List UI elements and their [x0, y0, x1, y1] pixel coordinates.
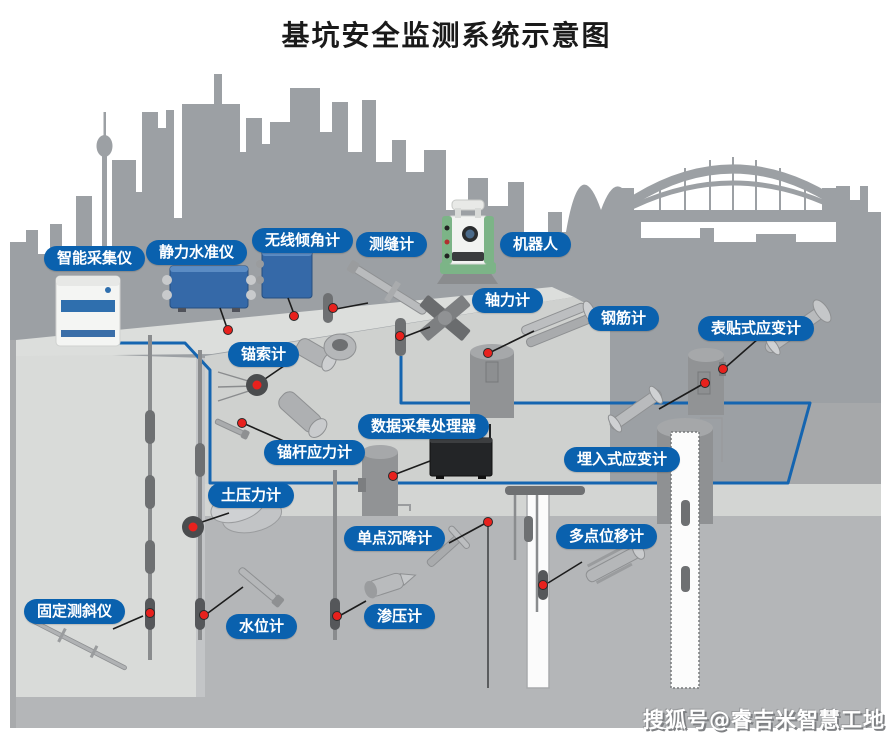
label-multi-point-extensometer: 多点位移计 — [556, 524, 658, 550]
fixed-inclinometer-device — [31, 618, 127, 671]
smart-collector-device — [55, 275, 121, 347]
label-smart-collector: 智能采集仪 — [44, 246, 146, 272]
axial-force-meter-device — [419, 295, 471, 341]
label-anchor-cable-meter: 锚索计 — [228, 342, 300, 368]
label-single-point-settlement: 单点沉降计 — [344, 526, 446, 552]
pile-cylinder-axial — [470, 344, 514, 418]
label-robot: 机器人 — [500, 232, 572, 258]
label-static-level: 静力水准仪 — [146, 240, 248, 266]
left-wall-panel — [16, 352, 205, 697]
label-fixed-inclinometer: 固定测斜仪 — [24, 599, 126, 625]
left-edge-strip — [10, 340, 16, 728]
embedded-strain-gauge-device — [607, 385, 664, 433]
anchor-rod-probe-device — [214, 418, 250, 440]
label-embedded-strain-gauge: 埋入式应变计 — [564, 447, 681, 473]
anchor-cable-meter-device — [278, 333, 357, 438]
rebar-meter-device — [521, 300, 597, 348]
label-water-level-meter: 水位计 — [226, 614, 298, 640]
label-piezometer: 渗压计 — [364, 604, 436, 630]
embedded-strain-borehole — [657, 417, 723, 689]
label-anchor-rod-stress-meter: 锚杆应力计 — [264, 440, 366, 466]
left-bottom-soil — [16, 697, 205, 728]
label-axial-force-meter: 轴力计 — [472, 288, 544, 314]
robot-total-station-device — [437, 199, 498, 284]
wireless-tiltmeter-device — [256, 249, 313, 299]
pile-cylinder-center — [358, 445, 411, 516]
water-level-probe-device — [238, 567, 285, 608]
label-crack-meter: 测缝计 — [356, 232, 428, 258]
piezometer-device — [364, 572, 417, 599]
label-data-processor: 数据采集处理器 — [358, 414, 490, 440]
label-wireless-tiltmeter: 无线倾角计 — [252, 228, 354, 254]
pit-corner-face — [788, 403, 881, 484]
signal-cable — [95, 341, 812, 485]
large-connector-dots — [182, 374, 268, 538]
page-title: 基坑安全监测系统示意图 — [281, 19, 612, 52]
label-rebar-meter: 钢筋计 — [588, 306, 660, 332]
label-earth-pressure-meter: 土压力计 — [208, 483, 295, 509]
bridge-silhouette — [612, 157, 854, 222]
crack-meter-device — [346, 260, 427, 315]
connector-dots — [145, 303, 728, 621]
tower-silhouette — [96, 112, 113, 254]
watermark: 搜狐号@睿吉米智慧工地 — [643, 708, 885, 732]
static-level-device — [162, 265, 256, 312]
label-surface-strain-gauge: 表贴式应变计 — [698, 316, 815, 342]
multi-point-borehole — [505, 486, 585, 689]
